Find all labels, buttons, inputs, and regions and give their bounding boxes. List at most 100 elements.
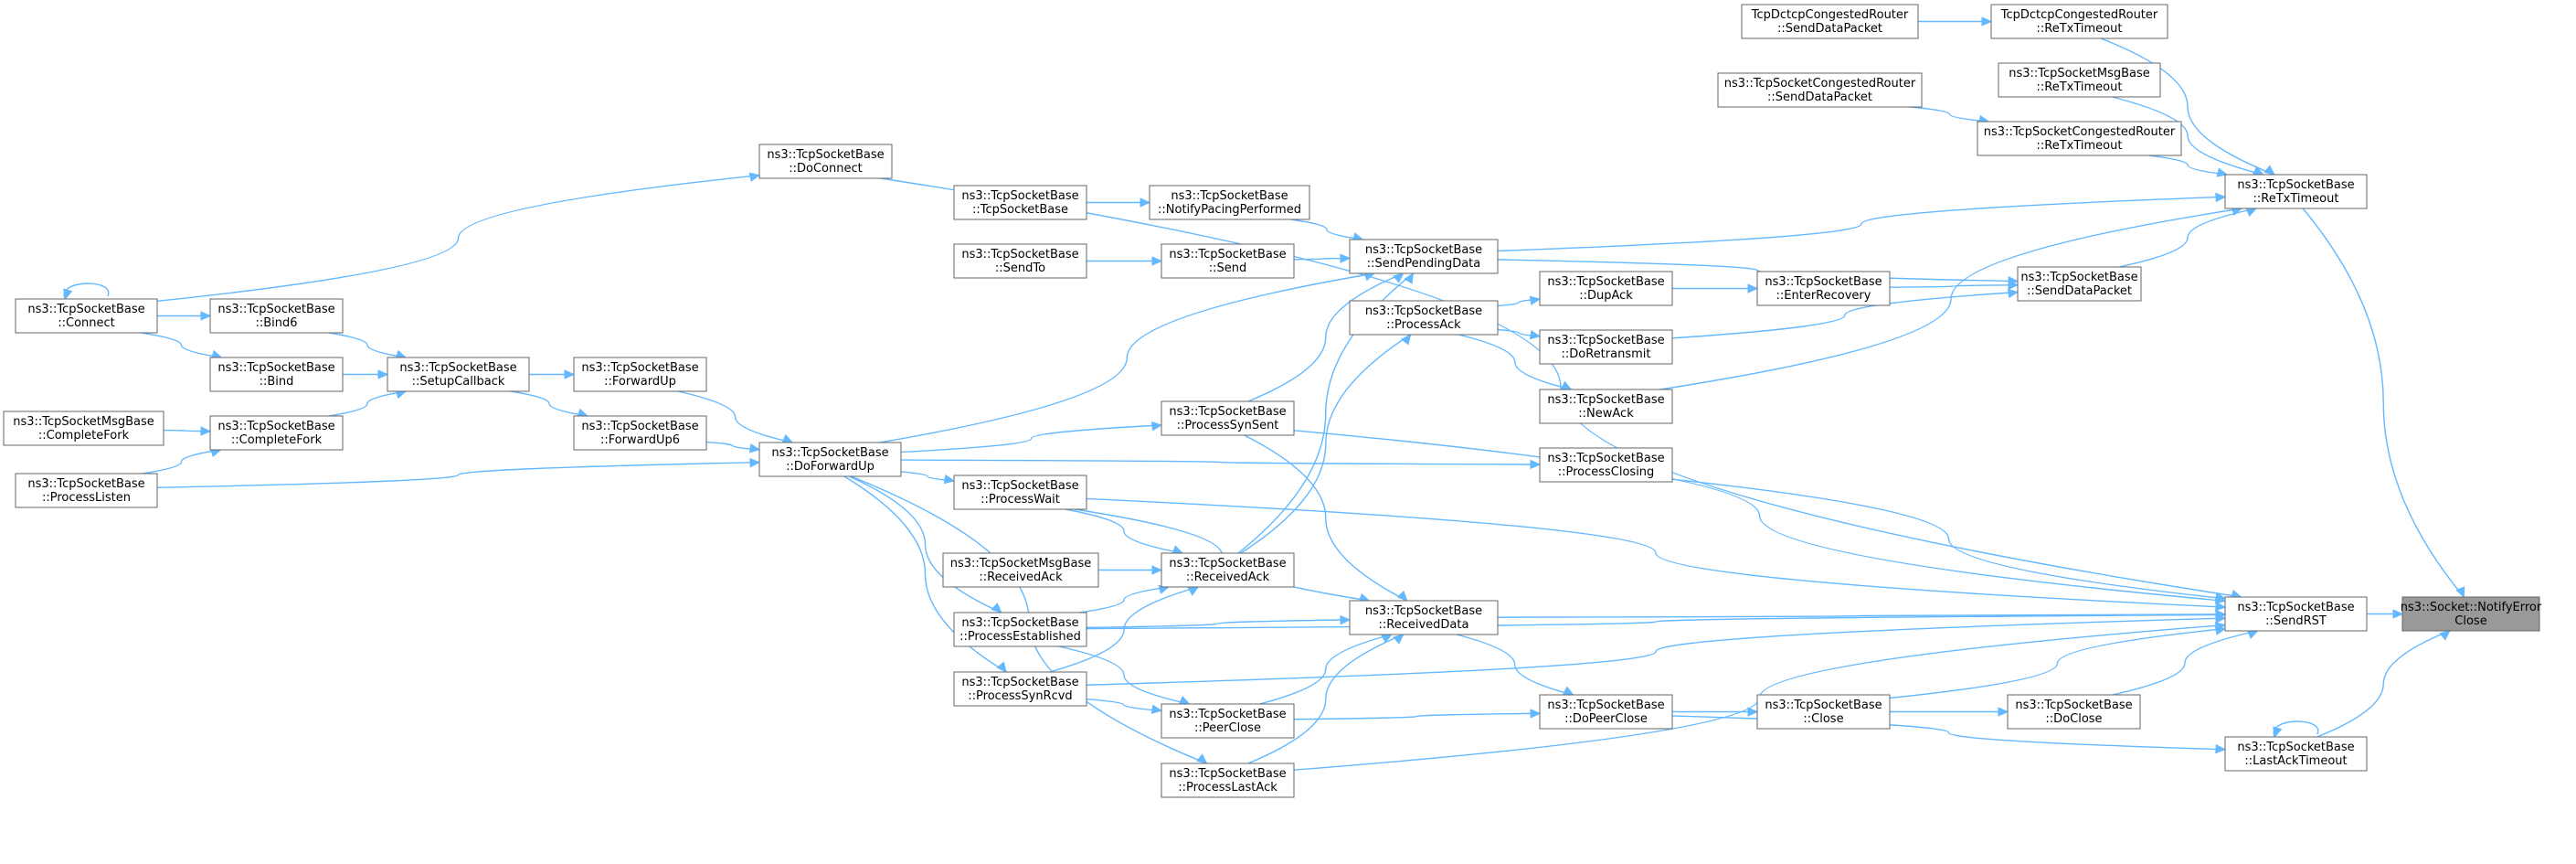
node-box: [209, 357, 344, 392]
node-receivedAck[interactable]: ns3::TcpSocketBase::ReceivedAck: [1161, 552, 1295, 588]
edge-arrowhead: [781, 433, 794, 443]
edge-arrowhead: [200, 426, 212, 436]
node-box: [573, 357, 707, 392]
edge-arrowhead: [2216, 167, 2229, 177]
node-processEstablished[interactable]: ns3::TcpSocketBase::ProcessEstablished: [953, 612, 1087, 647]
edge-arrowhead: [1998, 707, 2009, 717]
edge-line: [2112, 630, 2258, 696]
edge-dctcpReTx-to-dctcpSend: [1918, 16, 1993, 27]
node-completeFork[interactable]: ns3::TcpSocketBase::CompleteFork: [209, 415, 344, 451]
edge-doForwardUp-to-processListen: [156, 457, 761, 488]
node-enterRecovery[interactable]: ns3::TcpSocketBase::EnterRecovery: [1756, 271, 1891, 306]
node-receivedData[interactable]: ns3::TcpSocketBase::ReceivedData: [1349, 600, 1499, 635]
node-label-line: ::SendPendingData: [1367, 257, 1481, 271]
node-doClose[interactable]: ns3::TcpSocketBase::DoClose: [2007, 694, 2141, 730]
node-connect[interactable]: ns3::TcpSocketBase::Connect: [15, 298, 158, 334]
node-sendTo[interactable]: ns3::TcpSocketBase::SendTo: [953, 243, 1087, 279]
node-dupAck[interactable]: ns3::TcpSocketBase::DupAck: [1539, 271, 1673, 306]
edge-line: [1497, 613, 2226, 618]
edge-line: [142, 449, 221, 475]
edge-reTxTimeout-to-congReTx: [2148, 155, 2229, 177]
node-dctcpSend[interactable]: TcpDctcpCongestedRouter::SendDataPacket: [1741, 4, 1919, 39]
node-processAck[interactable]: ns3::TcpSocketBase::ProcessAck: [1349, 300, 1499, 336]
node-notifyPacing[interactable]: ns3::TcpSocketBase::NotifyPacingPerforme…: [1149, 185, 1310, 220]
node-label-line: ns3::TcpSocketBase: [1765, 699, 1882, 712]
node-label-line: ::ReceivedAck: [979, 571, 1063, 584]
node-congReTx[interactable]: ns3::TcpSocketCongestedRouter::ReTxTimeo…: [1977, 121, 2182, 156]
node-box: [209, 298, 344, 334]
edge-line: [1889, 627, 2226, 699]
node-label-line: ::ReTxTimeout: [2037, 139, 2123, 153]
node-label-line: ::PeerClose: [1194, 721, 1261, 735]
node-send[interactable]: ns3::TcpSocketBase::Send: [1161, 243, 1295, 279]
node-close[interactable]: ns3::TcpSocketBase::Close: [1756, 694, 1891, 730]
edge-line: [156, 462, 760, 488]
node-dctcpReTx[interactable]: TcpDctcpCongestedRouter::ReTxTimeout: [1990, 4, 2168, 39]
node-label-line: ns3::TcpSocketBase: [217, 361, 334, 375]
node-doPeerClose[interactable]: ns3::TcpSocketBase::DoPeerClose: [1539, 694, 1673, 730]
edge-arrowhead: [1560, 380, 1573, 390]
node-box: [1161, 400, 1295, 436]
edge-close-to-doPeerClose: [1671, 707, 1759, 717]
node-label-line: ns3::TcpSocketCongestedRouter: [1984, 125, 2176, 139]
edge-setupCallback-to-bind: [342, 369, 389, 379]
node-label-line: ::ReTxTimeout: [2037, 80, 2123, 94]
node-setupCallback[interactable]: ns3::TcpSocketBase::SetupCallback: [387, 357, 530, 392]
node-doRetransmit[interactable]: ns3::TcpSocketBase::DoRetransmit: [1539, 329, 1673, 365]
node-doForwardUp[interactable]: ns3::TcpSocketBase::DoForwardUp: [758, 442, 902, 477]
node-msgReTx[interactable]: ns3::TcpSocketMsgBase::ReTxTimeout: [1998, 62, 2161, 98]
node-box: [15, 473, 158, 508]
node-processClosing[interactable]: ns3::TcpSocketBase::ProcessClosing: [1539, 447, 1673, 483]
node-forwardUp[interactable]: ns3::TcpSocketBase::ForwardUp: [573, 357, 707, 392]
node-box: [15, 298, 158, 334]
edge-receivedData-to-processSynSent: [1244, 434, 1408, 602]
edge-line: [1293, 430, 2226, 603]
node-tcpSocketBase[interactable]: ns3::TcpSocketBase::TcpSocketBase: [953, 185, 1087, 220]
node-box: [953, 243, 1087, 279]
edge-arrowhead: [2252, 165, 2264, 176]
node-forwardUp6[interactable]: ns3::TcpSocketBase::ForwardUp6: [573, 415, 707, 451]
node-label-line: ns3::TcpSocketBase: [2015, 699, 2132, 712]
edge-line: [1058, 645, 1190, 705]
node-bind[interactable]: ns3::TcpSocketBase::Bind: [209, 357, 344, 392]
node-processSynSent[interactable]: ns3::TcpSocketBase::ProcessSynSent: [1161, 400, 1295, 436]
node-label-line: ns3::TcpSocketBase: [2237, 178, 2354, 192]
node-box: [1149, 185, 1310, 220]
node-box: [942, 552, 1099, 588]
node-congSend[interactable]: ns3::TcpSocketCongestedRouter::SendDataP…: [1717, 72, 1923, 108]
node-newAck[interactable]: ns3::TcpSocketBase::NewAck: [1539, 389, 1673, 424]
edge-arrowhead: [1187, 586, 1200, 596]
node-peerClose[interactable]: ns3::TcpSocketBase::PeerClose: [1161, 703, 1295, 739]
node-processLastAck[interactable]: ns3::TcpSocketBase::ProcessLastAck: [1161, 763, 1295, 798]
node-sendPendingData[interactable]: ns3::TcpSocketBase::SendPendingData: [1349, 239, 1499, 274]
edge-arrowhead: [1530, 709, 1542, 719]
node-msgCompleteFork[interactable]: ns3::TcpSocketMsgBase::CompleteFork: [3, 411, 164, 446]
node-label-line: ::SendDataPacket: [2027, 284, 2132, 298]
node-box: [1539, 271, 1673, 306]
edge-line: [879, 272, 1374, 443]
node-processListen[interactable]: ns3::TcpSocketBase::ProcessListen: [15, 473, 158, 508]
node-box: [1539, 447, 1673, 483]
edge-sendRST-to-processEstablished: [1086, 610, 2227, 630]
node-label-line: ns3::TcpSocketBase: [27, 477, 144, 491]
node-box: [1990, 4, 2168, 39]
edge-doPeerClose-to-peerClose: [1293, 709, 1542, 720]
node-processSynRcvd[interactable]: ns3::TcpSocketBase::ProcessSynRcvd: [953, 671, 1087, 707]
node-msgReceivedAck[interactable]: ns3::TcpSocketMsgBase::ReceivedAck: [942, 552, 1099, 588]
node-label-line: ::DoClose: [2045, 712, 2102, 726]
node-reTxTimeout[interactable]: ns3::TcpSocketBase::ReTxTimeout: [2224, 174, 2368, 209]
node-doConnect[interactable]: ns3::TcpSocketBase::DoConnect: [758, 144, 893, 179]
edge-arrowhead: [1340, 614, 1352, 625]
node-label-line: ns3::TcpSocketBase: [1169, 248, 1286, 261]
node-sendRST[interactable]: ns3::TcpSocketBase::SendRST: [2224, 596, 2368, 632]
edge-arrowhead: [1340, 253, 1352, 263]
edge-completeFork-to-processListen: [142, 447, 222, 475]
node-lastAckTimeout[interactable]: ns3::TcpSocketBase::LastAckTimeout: [2224, 736, 2368, 772]
node-processWait[interactable]: ns3::TcpSocketBase::ProcessWait: [953, 475, 1087, 510]
edge-arrowhead: [1171, 545, 1184, 555]
node-bind6[interactable]: ns3::TcpSocketBase::Bind6: [209, 298, 344, 334]
node-label-line: ::ProcessLastAck: [1178, 781, 1277, 795]
node-sendDataPacket[interactable]: ns3::TcpSocketBase::SendDataPacket: [2017, 266, 2142, 302]
edge-arrowhead: [2214, 621, 2227, 632]
